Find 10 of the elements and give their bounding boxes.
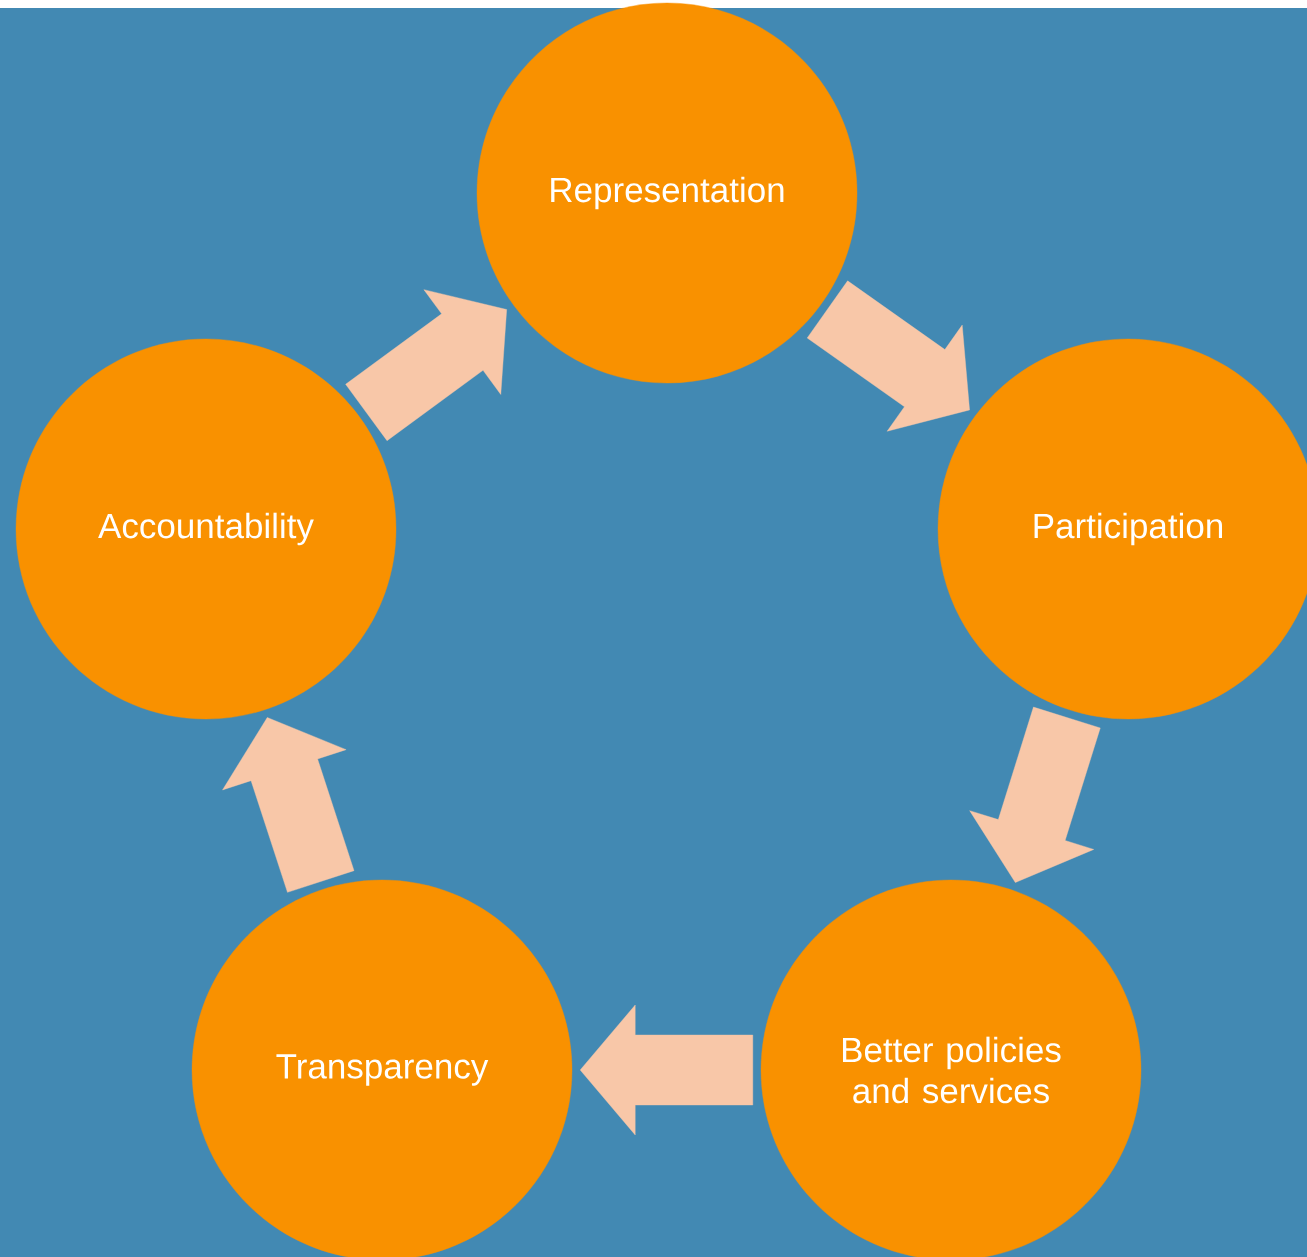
block-arrow — [807, 280, 970, 432]
block-arrow — [969, 706, 1101, 883]
circle-node: Better policies and services — [760, 879, 1142, 1257]
circle-node: Transparency — [191, 879, 573, 1257]
block-arrow — [345, 289, 507, 441]
circle-node: Representation — [476, 2, 858, 384]
block-arrow — [580, 1004, 753, 1136]
circle-node: Accountability — [15, 338, 397, 720]
circle-node: Participation — [937, 338, 1307, 720]
block-arrow — [222, 717, 355, 893]
